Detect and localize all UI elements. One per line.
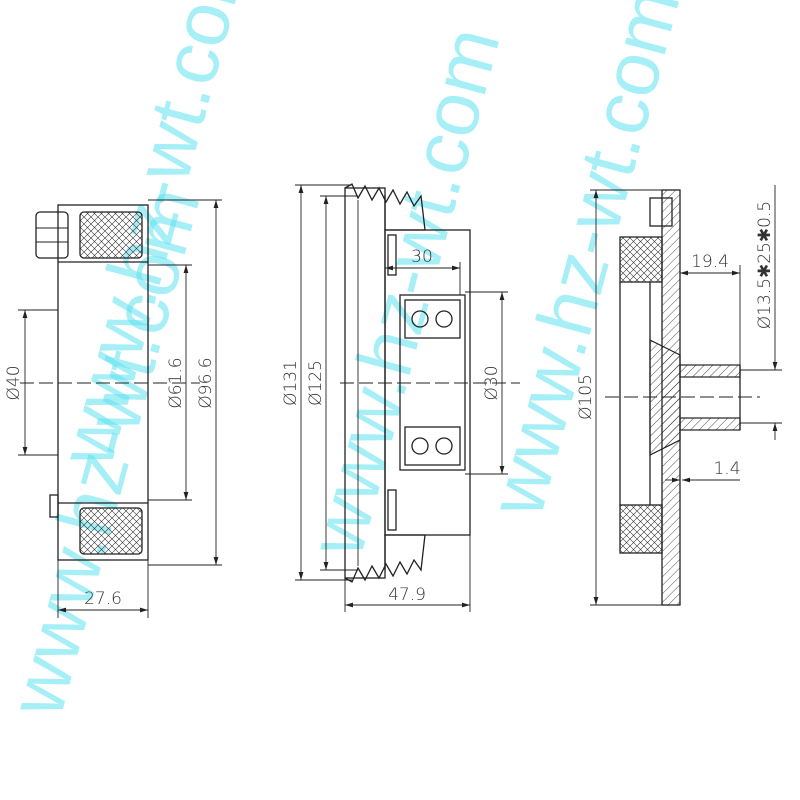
bearing-top bbox=[404, 299, 461, 339]
rubber-damper-bottom bbox=[619, 504, 663, 554]
coil-winding-bottom bbox=[79, 507, 143, 555]
dim-coil-mid-diameter: Ø61.6 bbox=[166, 357, 186, 408]
dim-pulley-width: 47.9 bbox=[388, 585, 426, 605]
dim-hub-length: 19.4 bbox=[691, 252, 729, 272]
rivet bbox=[649, 197, 673, 227]
dim-coil-inner-diameter: Ø40 bbox=[4, 365, 24, 400]
bearing-bottom bbox=[404, 426, 461, 466]
dim-pulley-outer-diameter: Ø131 bbox=[281, 360, 301, 406]
hub-view: Ø105 19.4 Ø13.5✱25✱0.5 1.4 bbox=[576, 185, 782, 606]
connector bbox=[35, 211, 69, 259]
dim-bearing-diameter: Ø30 bbox=[482, 365, 502, 400]
dim-pulley-hub-length: 30 bbox=[411, 247, 433, 267]
rubber-damper-top bbox=[619, 236, 663, 283]
dim-coil-outer-diameter: Ø96.6 bbox=[196, 357, 216, 408]
dim-coil-width: 27.6 bbox=[84, 589, 122, 609]
coil-view: Ø40 Ø61.6 Ø96.6 27.6 bbox=[4, 199, 222, 618]
dim-spline-spec: Ø13.5✱25✱0.5 bbox=[755, 201, 775, 329]
dim-air-gap: 1.4 bbox=[713, 459, 740, 479]
pulley-view: Ø131 Ø125 30 Ø30 47.9 bbox=[281, 183, 520, 612]
coil-winding-top bbox=[79, 211, 143, 259]
dim-plate-diameter: Ø105 bbox=[576, 374, 596, 420]
watermark: www.hz-wt.com www.hz-wt.com www.hz-wt.co… bbox=[0, 0, 697, 725]
dim-pulley-groove-diameter: Ø125 bbox=[306, 360, 326, 406]
